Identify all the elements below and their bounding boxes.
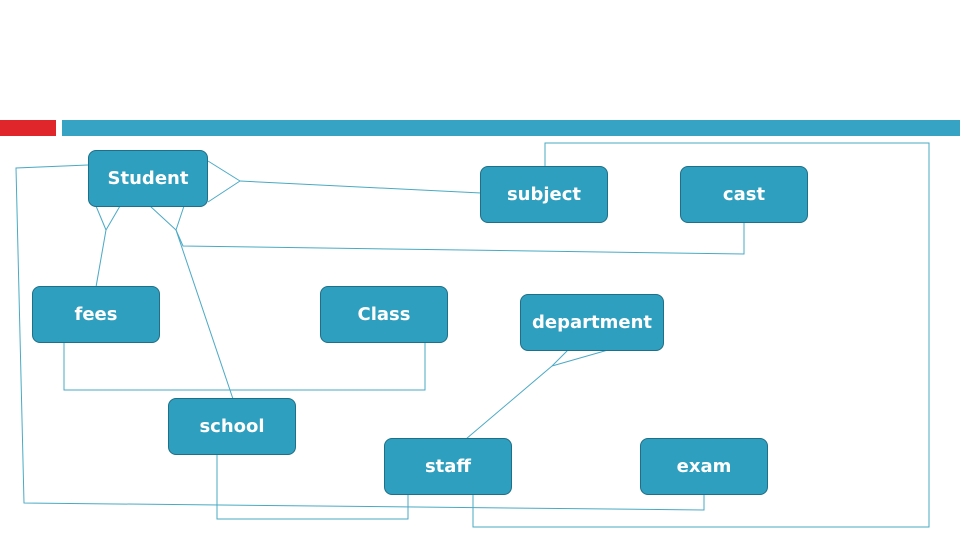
- entity-student[interactable]: Student: [88, 150, 208, 207]
- crowfoot-student-school-b: [175, 205, 185, 231]
- header-accent-red: [0, 120, 56, 136]
- connector-fees-class: [63, 343, 426, 391]
- crowfoot-student-subject-a: [207, 160, 241, 182]
- crowfoot-student-fees-b: [105, 205, 121, 231]
- entity-class[interactable]: Class: [320, 286, 448, 343]
- connector-cast-student: [175, 222, 745, 255]
- crowfoot-department-staff-a: [551, 349, 569, 367]
- entity-fees[interactable]: fees: [32, 286, 160, 343]
- connector-student-exam: [15, 164, 705, 511]
- entity-subject[interactable]: subject: [480, 166, 608, 223]
- connector-school-staff: [216, 455, 409, 520]
- header-accent-blue: [62, 120, 960, 136]
- crowfoot-student-subject-b: [207, 180, 241, 203]
- connector-subject-staff: [472, 142, 930, 528]
- entity-staff[interactable]: staff: [384, 438, 512, 495]
- crowfoot-department-staff-b: [551, 349, 609, 367]
- entity-school[interactable]: school: [168, 398, 296, 455]
- entity-exam[interactable]: exam: [640, 438, 768, 495]
- connector-student-subject: [239, 180, 482, 194]
- crowfoot-student-school-a: [149, 205, 177, 231]
- entity-department[interactable]: department: [520, 294, 664, 351]
- connector-student-fees: [95, 229, 107, 288]
- connector-department-staff: [465, 365, 553, 440]
- connector-student-school: [175, 229, 234, 400]
- entity-cast[interactable]: cast: [680, 166, 808, 223]
- crowfoot-student-fees-a: [95, 205, 107, 231]
